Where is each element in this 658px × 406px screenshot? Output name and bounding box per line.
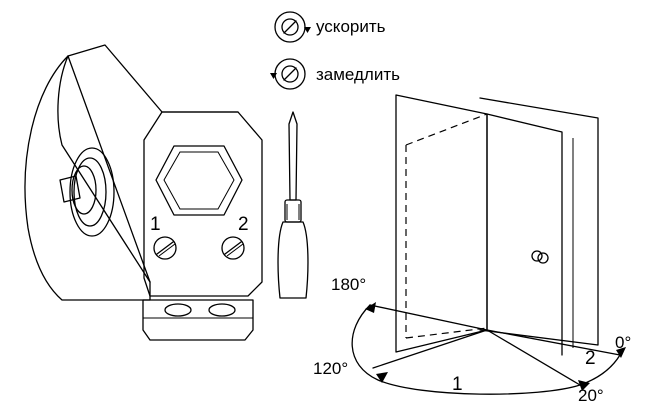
angle-180-label: 180° xyxy=(331,275,366,294)
valve-screw-2 xyxy=(221,236,245,260)
angle-20-label: 20° xyxy=(578,386,604,401)
zone-1-label: 1 xyxy=(452,374,463,395)
faster-label: ускорить xyxy=(316,17,386,36)
angle-0-label: 0° xyxy=(615,333,631,352)
doorknob-icon xyxy=(531,250,549,264)
valve-1-label: 1 xyxy=(150,214,161,235)
valve-2-label: 2 xyxy=(238,214,249,235)
rotate-clockwise-icon xyxy=(274,11,311,43)
zone-2-label: 2 xyxy=(585,348,596,369)
door-closer-body: 1 2 xyxy=(24,44,263,341)
angle-120-label: 120° xyxy=(313,359,348,378)
rotate-counterclockwise-icon xyxy=(270,58,306,90)
valve-screw-1 xyxy=(153,236,177,260)
door-diagram xyxy=(395,94,599,356)
screwdriver-icon xyxy=(277,111,309,299)
slower-label: замедлить xyxy=(316,65,400,84)
closer-spindle xyxy=(59,147,115,237)
door-angle-arcs xyxy=(351,302,626,395)
